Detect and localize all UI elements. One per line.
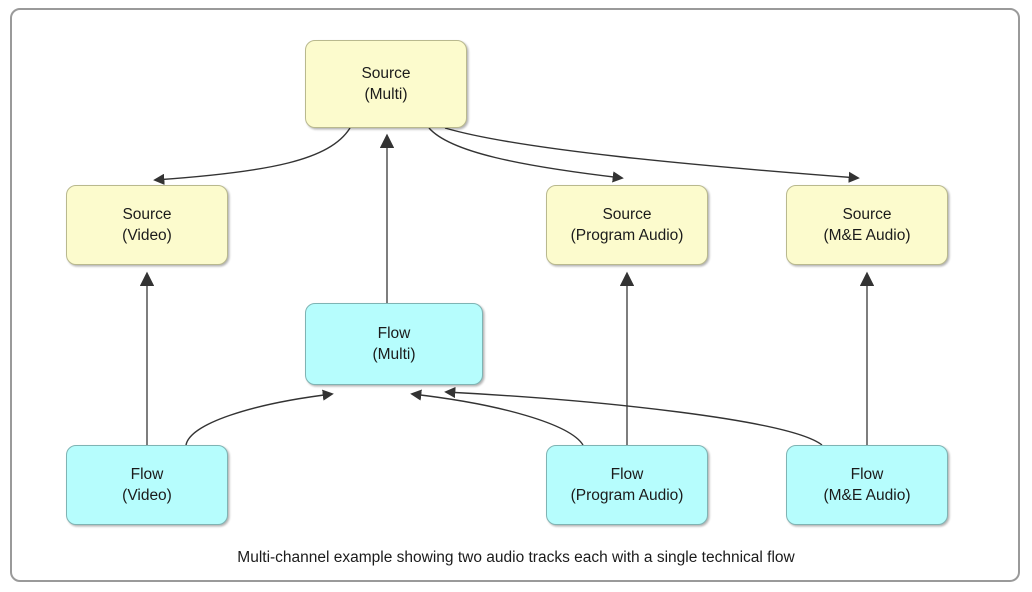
node-label-line2: (M&E Audio) (823, 487, 911, 504)
diagram-caption: Multi-channel example showing two audio … (237, 549, 795, 566)
node-flow-program-audio[interactable]: Flow (Program Audio) (546, 445, 708, 525)
node-source-multi[interactable]: Source (Multi) (305, 40, 467, 128)
node-label-line2: (M&E Audio) (823, 227, 911, 244)
node-source-me-audio[interactable]: Source (M&E Audio) (786, 185, 948, 265)
node-source-video[interactable]: Source (Video) (66, 185, 228, 265)
node-label-line1: Flow (377, 324, 411, 342)
node-label-line2: (Program Audio) (570, 227, 684, 244)
node-flow-multi[interactable]: Flow (Multi) (305, 303, 483, 385)
node-label-line2: (Multi) (372, 346, 416, 363)
node-label-line1: Flow (610, 465, 644, 483)
node-flow-video[interactable]: Flow (Video) (66, 445, 228, 525)
node-label-line1: Flow (130, 465, 164, 483)
node-source-program-audio[interactable]: Source (Program Audio) (546, 185, 708, 265)
node-label-line1: Source (602, 205, 652, 223)
node-label-line2: (Video) (122, 487, 172, 504)
node-label-line2: (Program Audio) (570, 487, 684, 504)
node-label-line1: Source (842, 205, 892, 223)
node-label-line2: (Multi) (364, 86, 408, 103)
node-label-line1: Flow (850, 465, 884, 483)
node-flow-me-audio[interactable]: Flow (M&E Audio) (786, 445, 948, 525)
node-label-line1: Source (122, 205, 172, 223)
node-label-line2: (Video) (122, 227, 172, 244)
node-label-line1: Source (361, 64, 411, 82)
